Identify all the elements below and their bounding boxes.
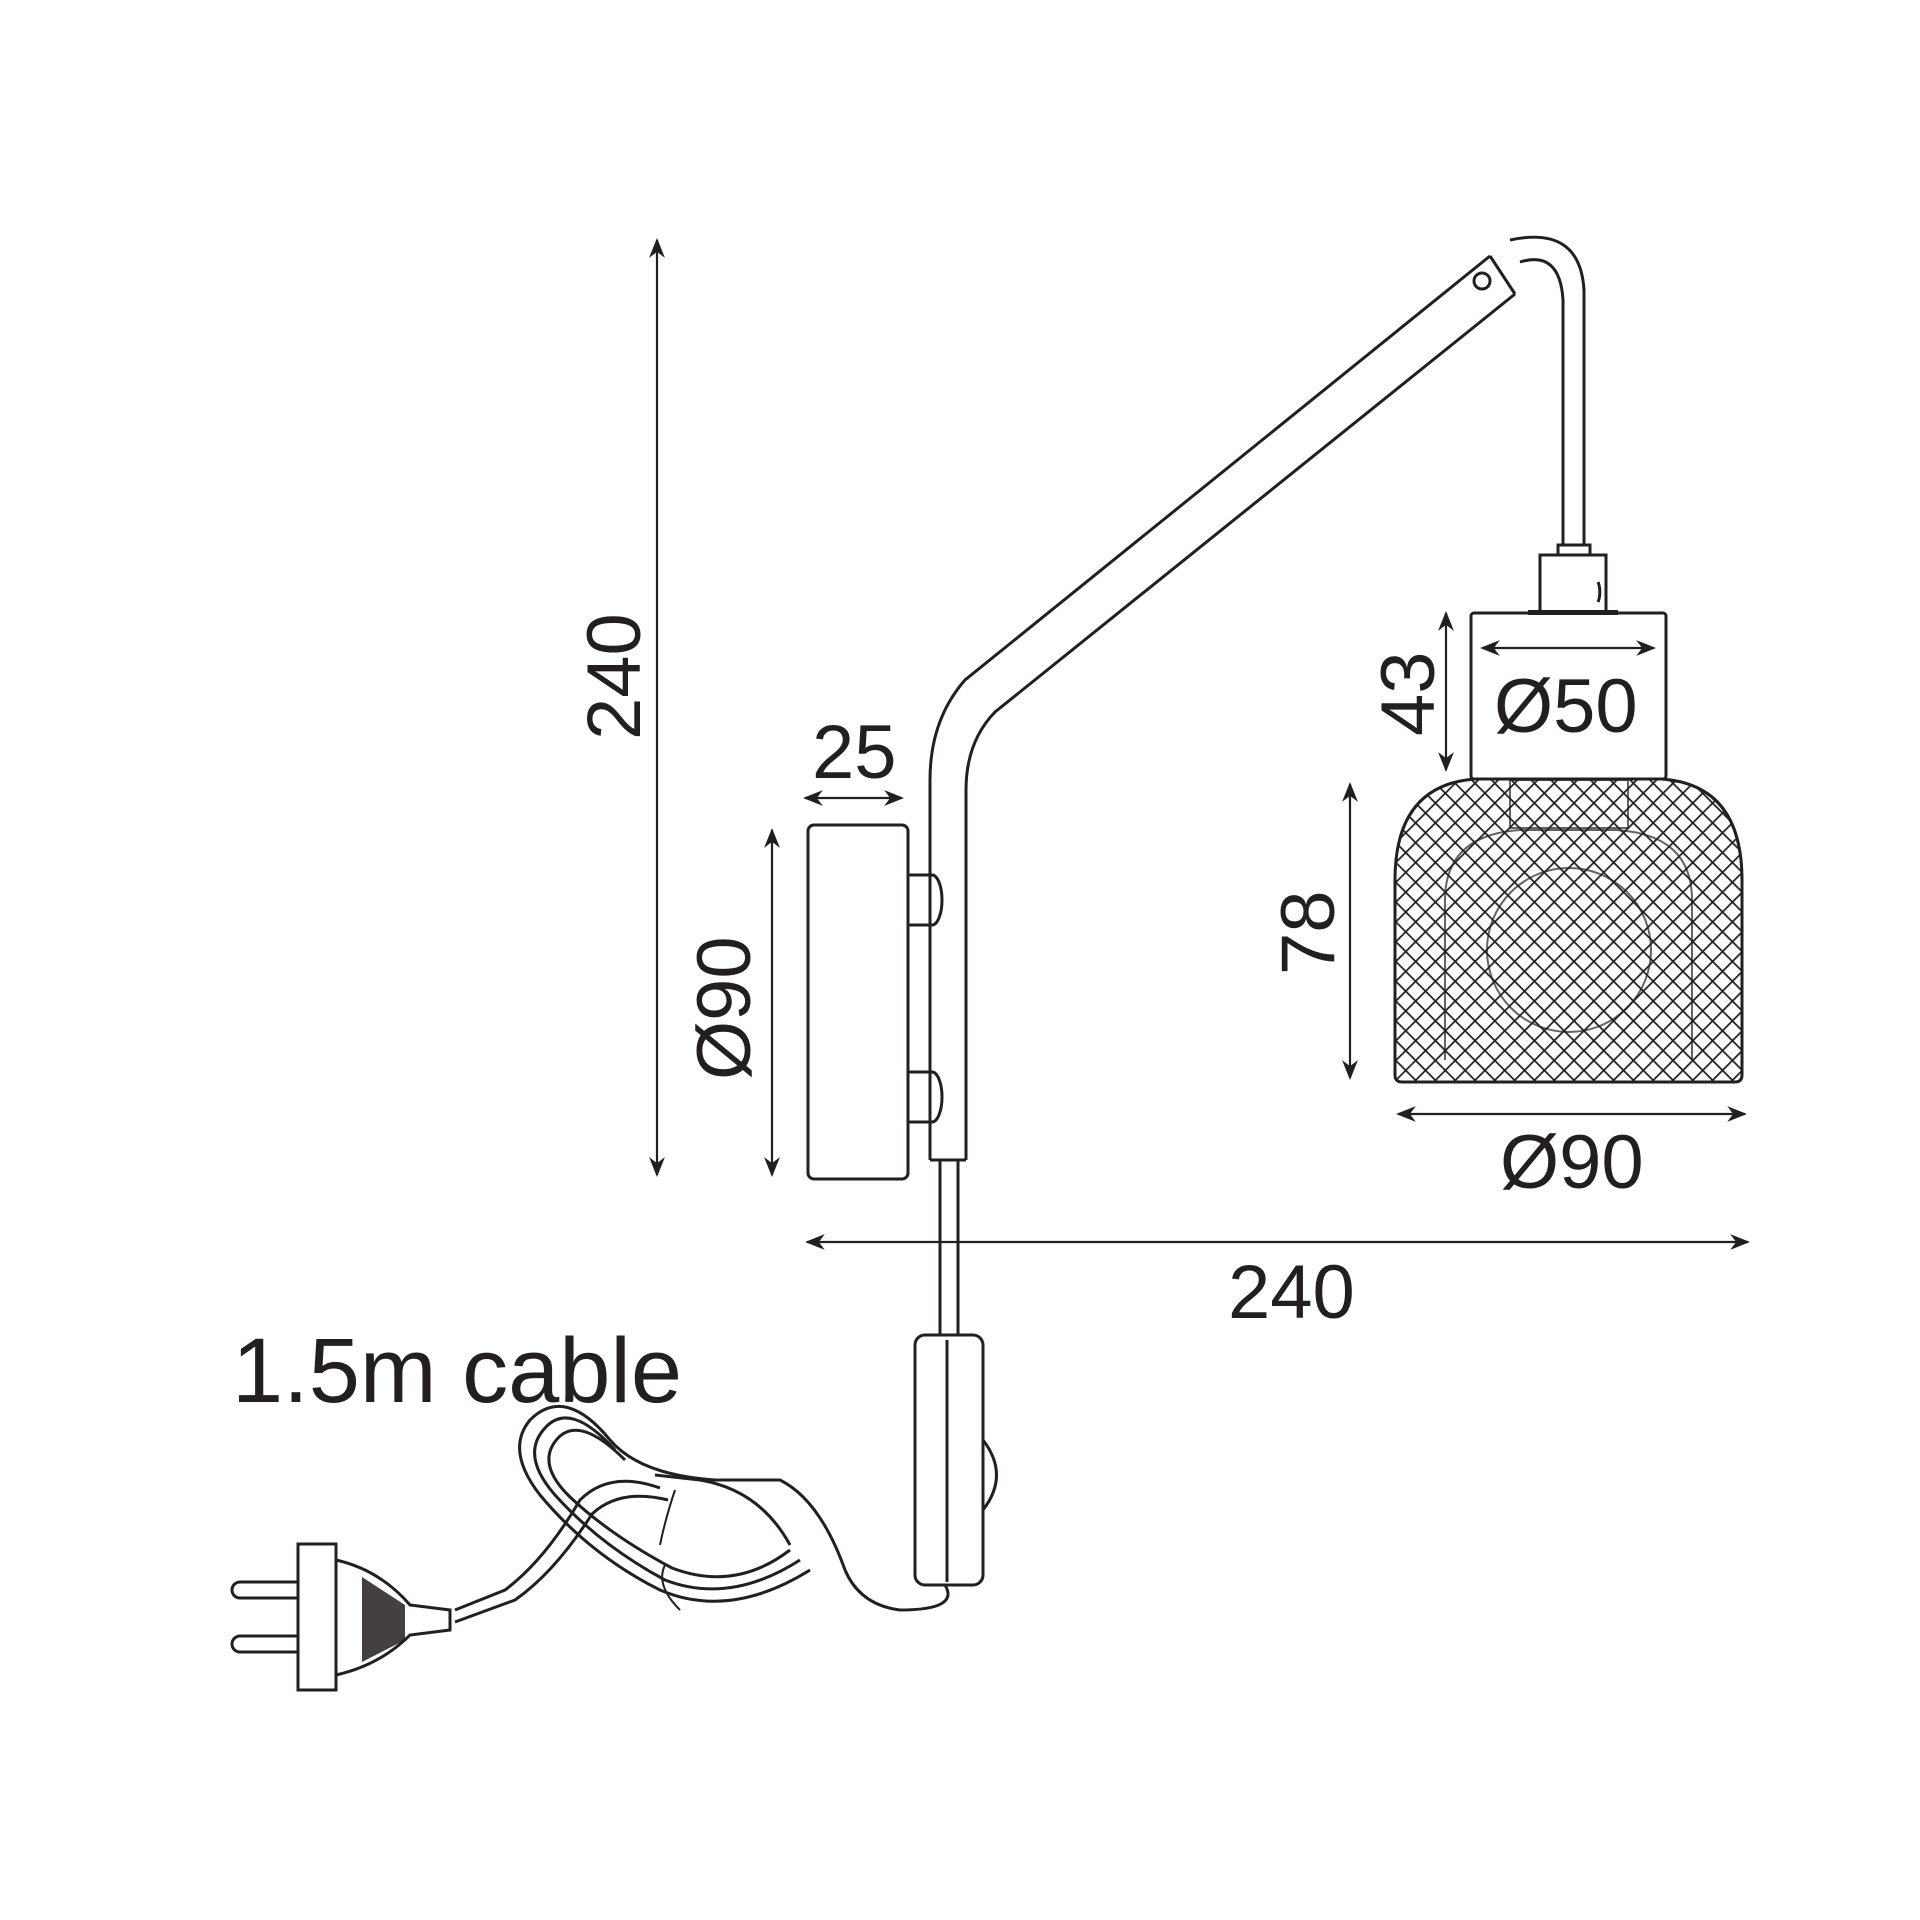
base-depth-label: 25 xyxy=(812,710,897,795)
shade-diameter-label: Ø90 xyxy=(1500,1120,1644,1205)
socket-height-label: 43 xyxy=(1366,651,1451,736)
shade-height-label: 78 xyxy=(1266,890,1351,975)
wall-base-plate xyxy=(806,823,944,1181)
power-cable xyxy=(938,1160,960,1335)
inline-switch xyxy=(913,1333,998,1587)
plug xyxy=(230,1542,452,1692)
socket-connector xyxy=(1528,543,1618,615)
lamp-arm xyxy=(928,235,1586,1162)
base-diameter-label: Ø90 xyxy=(682,936,767,1080)
total-height-label: 240 xyxy=(572,613,657,740)
cable-coil xyxy=(454,1404,950,1624)
cable-length-label: 1.5m cable xyxy=(232,1320,682,1422)
socket-diameter-label: Ø50 xyxy=(1494,664,1638,749)
total-width-label: 240 xyxy=(1228,1250,1355,1335)
mesh-shade xyxy=(1393,777,1744,1084)
